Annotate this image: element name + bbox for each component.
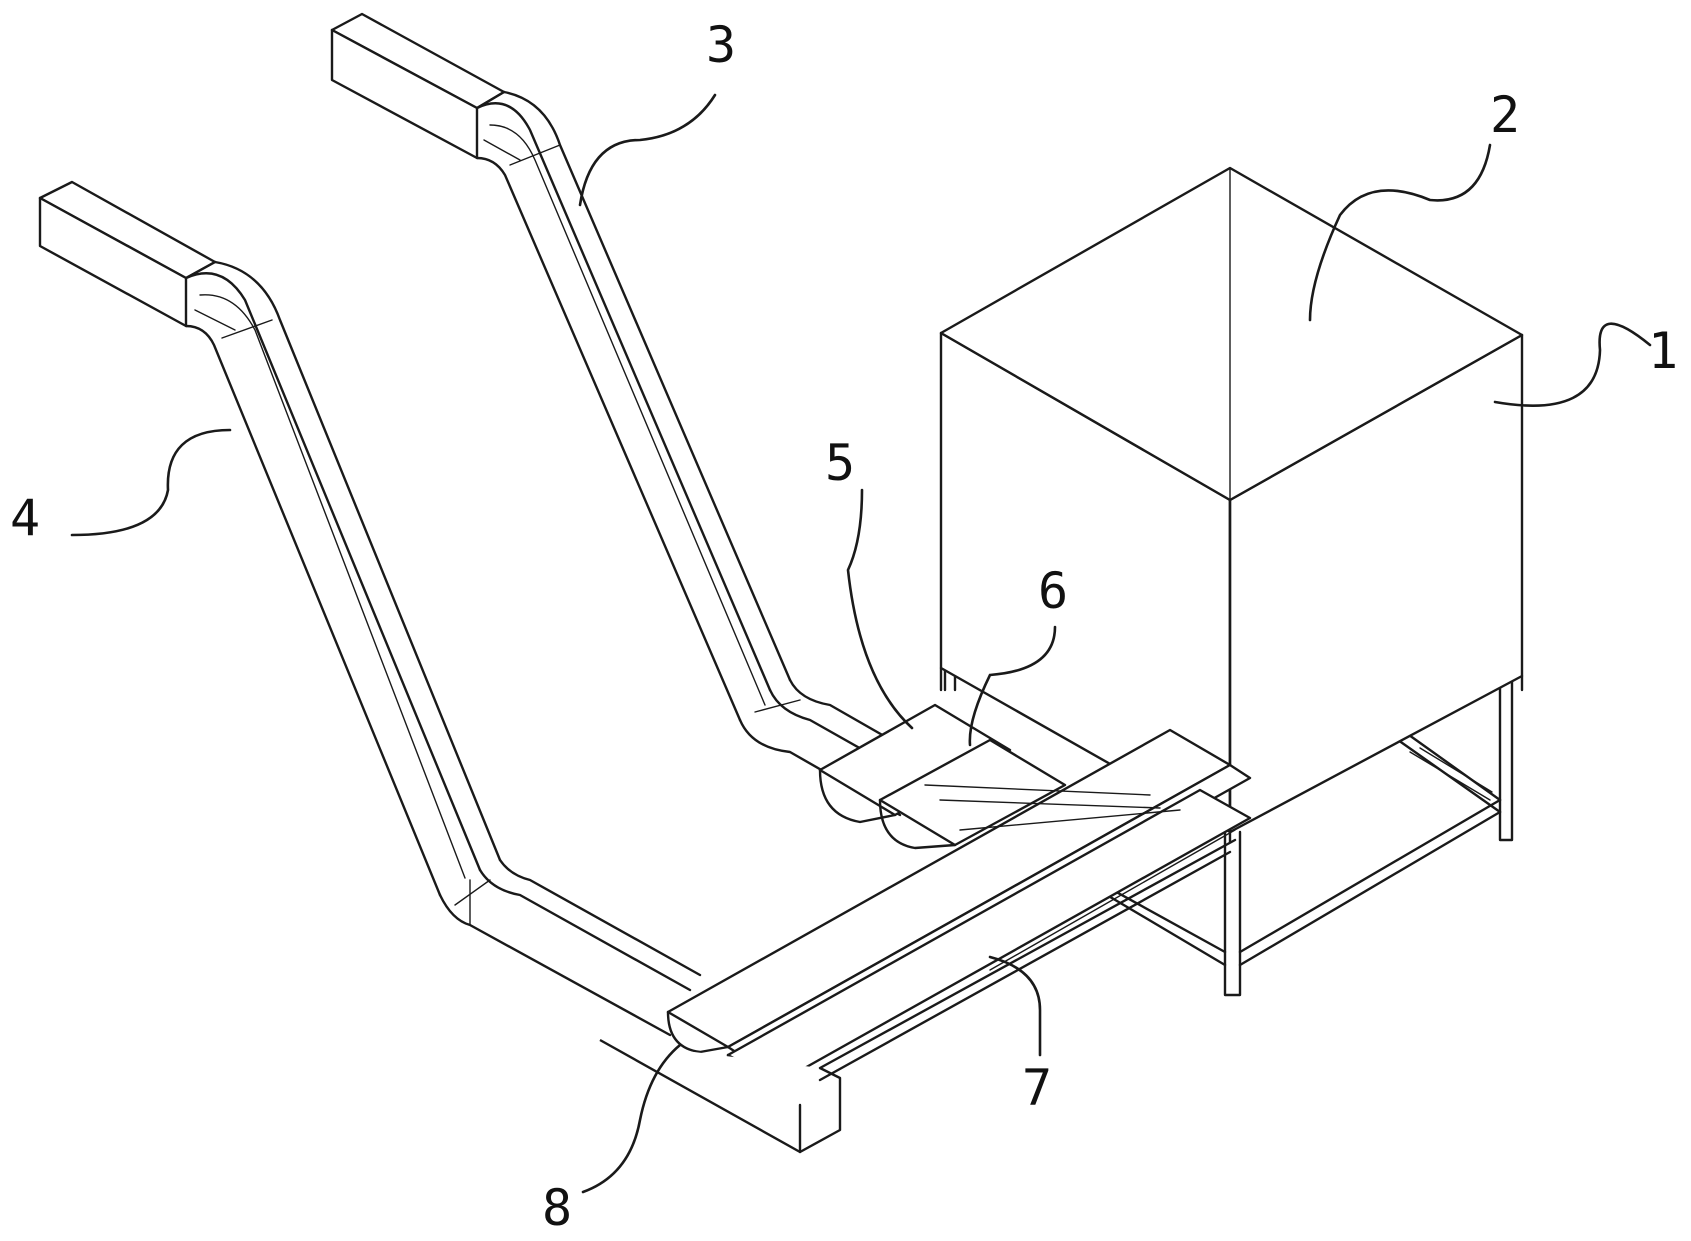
leader-8	[581, 1043, 682, 1194]
connecting-rails	[924, 784, 1181, 831]
support-frame	[943, 608, 1520, 997]
leader-6	[968, 625, 1057, 747]
conveyor-3	[330, 12, 1067, 850]
callout-5: 5	[825, 434, 855, 492]
leader-5	[846, 488, 914, 730]
conveyor-4	[38, 180, 1252, 1154]
leader-2	[1308, 143, 1492, 322]
leader-7	[988, 955, 1042, 1057]
leader-4	[70, 428, 232, 537]
callout-8: 8	[542, 1179, 572, 1237]
callout-3: 3	[706, 16, 736, 74]
leader-lines	[70, 93, 1652, 1194]
callout-6: 6	[1038, 562, 1068, 620]
leader-3	[578, 93, 717, 207]
callout-7: 7	[1022, 1059, 1052, 1117]
callouts: 1 2 3 4 5 6 7 8	[10, 16, 1678, 1237]
callout-4: 4	[10, 489, 40, 547]
bin-body	[939, 166, 1524, 844]
callout-1: 1	[1648, 322, 1678, 380]
leader-1	[1493, 322, 1652, 407]
callout-2: 2	[1490, 86, 1520, 144]
